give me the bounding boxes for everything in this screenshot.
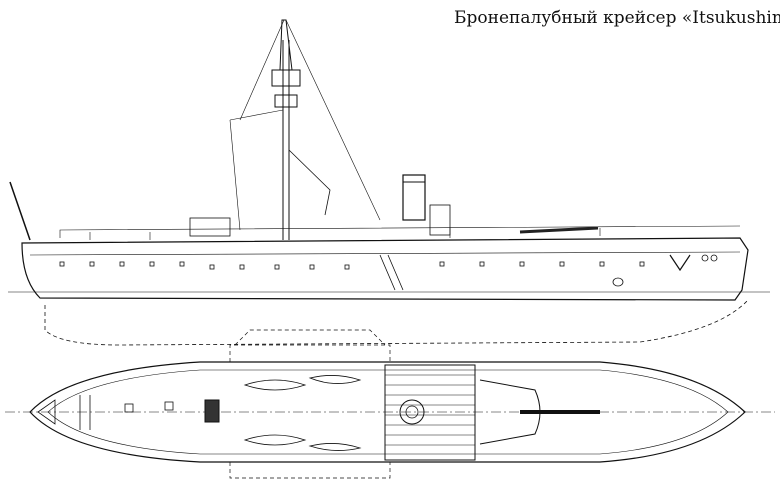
anchor bbox=[669, 254, 691, 272]
funnel bbox=[402, 174, 426, 221]
plan-view bbox=[5, 329, 775, 479]
boats bbox=[243, 375, 362, 451]
main-gun bbox=[519, 226, 599, 234]
deck-grating bbox=[384, 364, 476, 461]
portholes bbox=[59, 254, 718, 287]
main-mast bbox=[229, 19, 381, 240]
stern-pole bbox=[9, 181, 31, 241]
sponsons bbox=[229, 329, 391, 479]
superstructure bbox=[189, 217, 231, 237]
side-elevation bbox=[8, 19, 770, 346]
underwater-hull bbox=[44, 299, 749, 346]
deck-structure bbox=[204, 399, 220, 423]
drawing-title: Бронепалубный крейсер «Itsukushima» bbox=[454, 8, 780, 28]
ladder bbox=[379, 254, 404, 291]
hull-plan bbox=[29, 361, 746, 463]
main-gun-plan bbox=[479, 379, 600, 445]
bridge bbox=[429, 204, 451, 236]
bow-tip-plan bbox=[37, 399, 56, 425]
hull-side bbox=[21, 237, 749, 301]
deck-railing bbox=[59, 225, 741, 240]
